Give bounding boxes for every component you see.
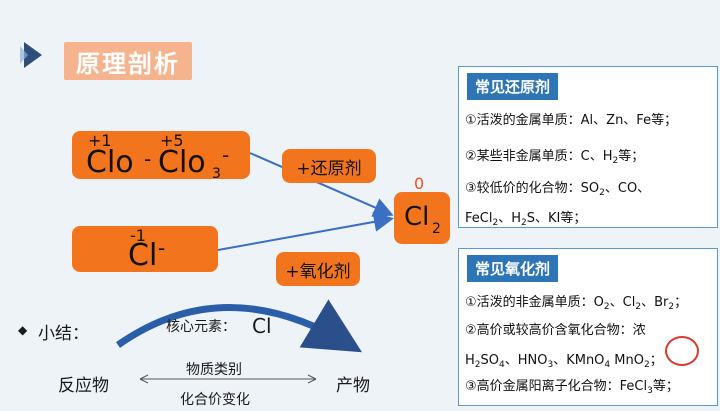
- list-item: ②某些非金属单质：C、H2等；: [465, 149, 645, 166]
- chloride-box: -1 Cl -: [72, 226, 218, 272]
- panel-title: 常见还原剂: [467, 73, 559, 100]
- formula-cl2: Cl: [404, 202, 430, 232]
- reducer-label: +还原剂: [282, 149, 376, 183]
- core-element-label: 核心元素：: [166, 319, 236, 335]
- summary-curve-arrow: [115, 299, 363, 353]
- formula-clo3: Clo: [158, 145, 206, 180]
- core-element-value: Cl: [252, 314, 272, 338]
- summary-label: 小结：: [38, 324, 89, 344]
- page-title: 原理剖析: [64, 42, 192, 80]
- link-category-label: 物质类别: [186, 362, 242, 378]
- oxidizers-panel: 常见氧化剂 ①活泼的非金属单质：O2、Cl2、Br2； ②高价或较高价含氧化合物…: [458, 248, 718, 406]
- list-item: ③高价金属阳离子化合物：FeCl3等；: [465, 379, 679, 396]
- oxidation-arrow: [217, 211, 394, 251]
- subscript: 3: [212, 166, 221, 182]
- product-label: 产物: [336, 376, 370, 396]
- subscript: 2: [432, 221, 441, 237]
- list-item: ①活泼的金属单质：Al、Zn、Fe等；: [465, 113, 678, 128]
- list-item: ①活泼的非金属单质：O2、Cl2、Br2；: [465, 295, 688, 312]
- oxidizer-label: +氧化剂: [276, 252, 360, 286]
- hypochlorite-chlorate-box: +1 Clo - +5 Clo 3 -: [72, 131, 250, 182]
- oxidation-state-label: 0: [414, 174, 425, 193]
- reduction-arrow: [249, 152, 394, 217]
- list-item: ③较低价的化合物：SO2、CO、: [465, 181, 651, 198]
- chevron-right-icon: [20, 42, 42, 68]
- oxidation-state-label: +1: [88, 131, 112, 150]
- reactant-label: 反应物: [58, 376, 109, 396]
- list-item: H2SO4、HNO3、KMnO4 MnO2；: [465, 353, 663, 370]
- bullet-icon: ◆: [18, 323, 28, 337]
- charge-label: -: [222, 143, 230, 167]
- oxidation-state-label: -1: [130, 226, 146, 245]
- charge-label: -: [144, 147, 152, 171]
- formula-clo: Clo: [86, 145, 134, 180]
- oxidation-state-label: +5: [160, 131, 184, 150]
- reducers-panel: 常见还原剂 ①活泼的金属单质：Al、Zn、Fe等； ②某些非金属单质：C、H2等…: [458, 66, 718, 228]
- highlight-circle: [665, 336, 699, 366]
- panel-title: 常见氧化剂: [467, 255, 559, 282]
- list-item: FeCl2、H2S、KI等；: [465, 211, 587, 228]
- link-valence-label: 化合价变化: [180, 392, 250, 408]
- list-item: ②高价或较高价含氧化合物：浓: [465, 323, 646, 338]
- formula-cl: Cl: [128, 238, 158, 273]
- charge-label: -: [158, 236, 166, 260]
- chlorine-box: 0 Cl 2: [394, 176, 450, 244]
